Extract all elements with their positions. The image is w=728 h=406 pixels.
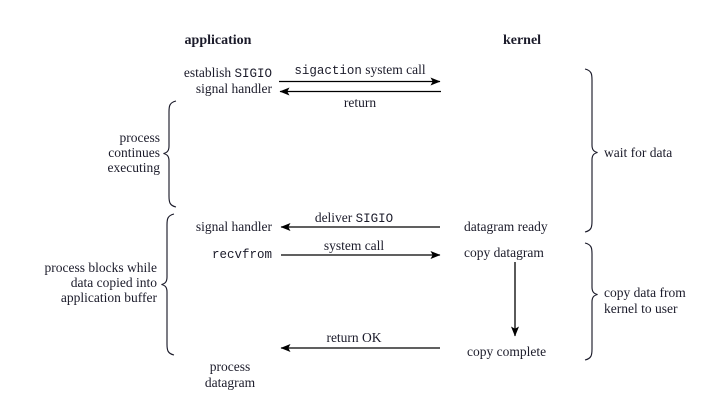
sigio-mono-text-2: SIGIO [355, 212, 394, 226]
system-call-text: system call [361, 62, 426, 77]
deliver-text: deliver [314, 210, 356, 225]
signal-handler-line: signal handler [195, 81, 272, 96]
brace-wait-for-data [584, 68, 598, 233]
rbrace-line-1: wait for data [604, 145, 673, 160]
arrow-label-system-call: system call [323, 238, 385, 253]
brace-process-blocks-while [161, 213, 175, 356]
brace-line-2: continues [108, 145, 160, 160]
sigio-mono-text: SIGIO [234, 67, 272, 81]
arrow-label-return-ok: return OK [326, 330, 382, 345]
brace-process-continues-executing [163, 100, 177, 208]
rbrace2-line-2: kernel to user [604, 301, 678, 316]
brace2-line-3: application buffer [60, 290, 157, 305]
kernel-step-datagram-ready: datagram ready [464, 219, 548, 234]
app-step-signal-handler: signal handler [195, 219, 272, 234]
arrow-label-deliver-sigio: deliver SIGIO [315, 210, 393, 227]
arrow-label-sigaction-system-call: sigaction system call [294, 62, 425, 79]
brace-line-3: executing [107, 160, 160, 175]
brace2-line-2: data copied into [70, 275, 157, 290]
kernel-step-copy-datagram: copy datagram [464, 245, 544, 260]
datagram-line: datagram [204, 375, 256, 390]
arrow-label-return: return [343, 95, 377, 110]
column-header-kernel: kernel [502, 33, 542, 48]
column-header-application: application [184, 33, 252, 48]
app-step-recvfrom: recvfrom [211, 248, 272, 262]
sigaction-mono-text: sigaction [294, 64, 362, 78]
brace-line-1: process [119, 130, 161, 145]
kernel-step-copy-complete: copy complete [467, 344, 547, 359]
brace2-line-1: process blocks while [44, 260, 157, 275]
brace-copy-data-kernel-to-user [584, 242, 598, 361]
rbrace2-line-1: copy data from [604, 285, 686, 300]
establish-sigio-line: establish SIGIO [184, 65, 272, 82]
establish-text: establish [183, 65, 235, 80]
process-line: process [209, 359, 251, 374]
